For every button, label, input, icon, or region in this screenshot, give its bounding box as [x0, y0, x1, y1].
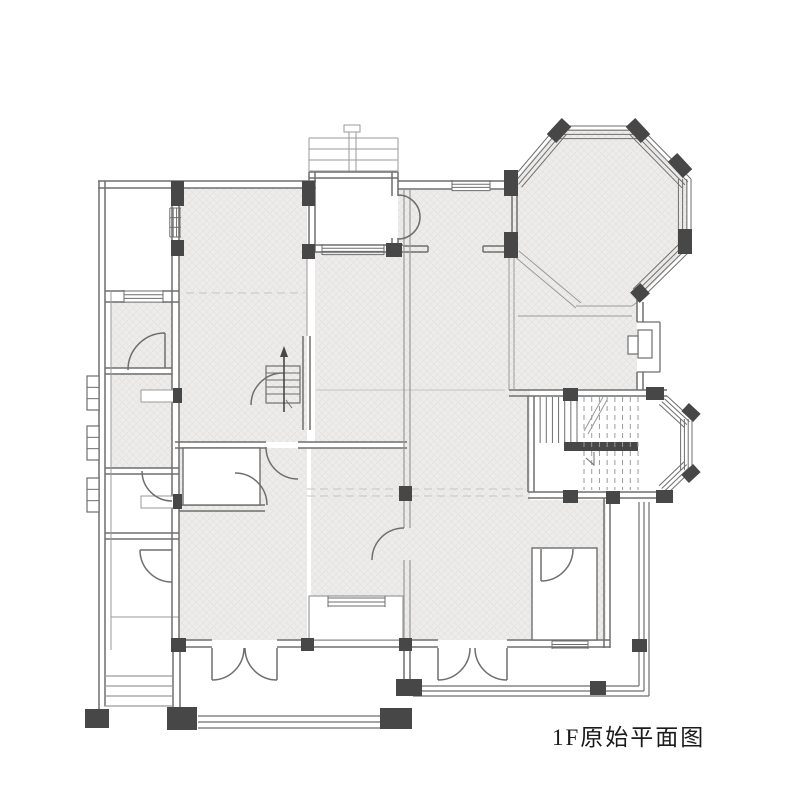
columns-26	[590, 681, 606, 695]
small-room-center	[182, 447, 261, 506]
small-room-se	[531, 547, 598, 641]
4-line-0	[641, 249, 692, 299]
plan-shapes	[85, 118, 701, 730]
columns-7	[546, 118, 572, 143]
entry-door-leaf-1	[397, 194, 421, 218]
room-fills	[111, 129, 688, 640]
room-a-door-arc	[127, 332, 166, 371]
columns-30	[380, 708, 412, 729]
columns-16	[563, 490, 578, 503]
window-piers-2	[86, 425, 100, 461]
cased-opening-1	[140, 389, 176, 403]
columns-4	[386, 243, 402, 257]
window-piers	[86, 375, 100, 513]
stair-arrow-hook	[585, 452, 595, 467]
se-room-door-arc	[540, 548, 574, 582]
columns-18	[656, 490, 673, 503]
dining-fill	[510, 255, 637, 390]
plan-title: 1F原始平面图	[552, 725, 706, 750]
columns-28	[85, 709, 109, 728]
corridor-fill	[311, 448, 403, 596]
4-line-1	[664, 398, 690, 423]
4-line-2	[661, 401, 688, 425]
center-room-door-1	[265, 446, 299, 480]
mini-stair-tick	[285, 399, 293, 409]
terrace-door1-arc-l	[211, 647, 245, 681]
4-line-3	[521, 133, 567, 188]
columns-17	[606, 491, 620, 504]
columns-21	[399, 486, 412, 501]
columns-27	[396, 679, 422, 696]
windows	[123, 125, 693, 649]
chimney-flue-small	[627, 335, 639, 355]
columns-12	[173, 388, 182, 403]
chimney-flue	[637, 329, 653, 359]
mini-stair-box	[265, 365, 301, 404]
columns-23	[301, 638, 314, 651]
columns-9	[667, 153, 693, 178]
columns-2	[302, 181, 315, 206]
columns-22	[171, 638, 186, 652]
mini-stair-door-arc	[250, 372, 284, 406]
mini-stair-arrowhead	[280, 346, 288, 357]
window-piers-0	[86, 375, 100, 411]
columns-25	[632, 639, 647, 652]
4-line-3	[629, 134, 683, 189]
stairs	[104, 124, 639, 707]
4-line-2	[635, 243, 686, 293]
columns	[85, 118, 701, 730]
columns-1	[171, 240, 184, 256]
columns-10	[678, 229, 692, 254]
room-b-fill	[111, 373, 172, 468]
columns-6	[504, 232, 518, 258]
octagon-interior-lines	[513, 250, 645, 317]
terrace	[198, 502, 650, 729]
4-line-1	[638, 246, 689, 296]
center-hall-fill	[315, 252, 403, 442]
columns-3	[302, 244, 315, 259]
entry-rail-cap	[343, 124, 361, 133]
stair-break-2	[587, 399, 608, 435]
columns-11	[630, 283, 650, 303]
corridor-door-arc	[371, 527, 405, 561]
columns-5	[504, 170, 518, 196]
octagon-interior-lines-0	[513, 255, 577, 309]
columns-13	[173, 494, 182, 509]
bottom-inset	[308, 595, 404, 641]
terrace-door2-arc-l	[437, 647, 471, 681]
columns-0	[171, 181, 184, 206]
terrace-door1-arc-r	[244, 647, 278, 681]
room-a-fill	[111, 302, 172, 368]
fixtures	[140, 321, 661, 641]
columns-8	[625, 118, 651, 143]
doors	[127, 194, 574, 681]
4-line-2	[661, 464, 688, 489]
entry-door-leaf-2	[397, 216, 421, 240]
4-line-3	[632, 240, 683, 290]
stair-break-1	[583, 396, 604, 432]
columns-14	[563, 388, 578, 401]
room-c-door-arc	[141, 470, 173, 502]
4-line-3	[658, 461, 685, 487]
columns-15	[646, 387, 664, 400]
terrace-door2-arc-r	[474, 647, 508, 681]
4-line-1	[664, 466, 690, 492]
main-stair-rail	[564, 442, 638, 451]
columns-29	[167, 707, 197, 730]
octagon-interior-lines-1	[518, 250, 582, 304]
window-piers-4	[86, 477, 100, 513]
room-nw-fill	[179, 188, 307, 442]
room-d-door-arc	[139, 549, 173, 583]
center-room-door-2	[234, 472, 268, 506]
columns-19	[681, 403, 701, 422]
columns-24	[399, 638, 412, 651]
columns-20	[681, 464, 701, 483]
